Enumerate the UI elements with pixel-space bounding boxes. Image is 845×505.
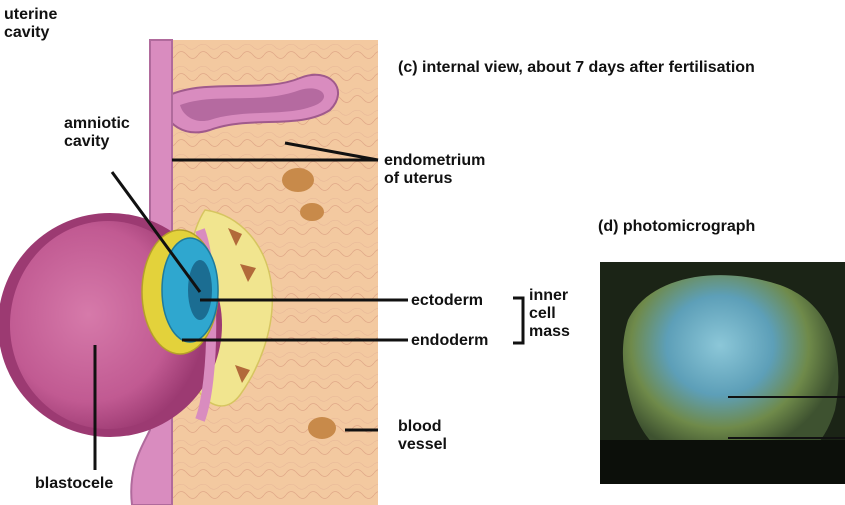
label-endoderm: endoderm bbox=[411, 332, 488, 350]
label-blood-vessel: blood vessel bbox=[398, 418, 447, 454]
caption-d: (d) photomicrograph bbox=[598, 218, 755, 236]
label-amniotic-cavity: amniotic cavity bbox=[64, 115, 130, 151]
label-uterine-cavity: uterine cavity bbox=[4, 6, 57, 42]
label-inner-cell-mass: inner cell mass bbox=[529, 287, 570, 341]
inner-cell-mass-shape bbox=[142, 230, 218, 354]
label-blastocele: blastocele bbox=[35, 475, 113, 493]
label-ectoderm: ectoderm bbox=[411, 292, 483, 310]
caption-c: (c) internal view, about 7 days after fe… bbox=[398, 59, 755, 77]
photomicrograph bbox=[600, 262, 845, 484]
label-endometrium: endometrium of uterus bbox=[384, 152, 485, 188]
